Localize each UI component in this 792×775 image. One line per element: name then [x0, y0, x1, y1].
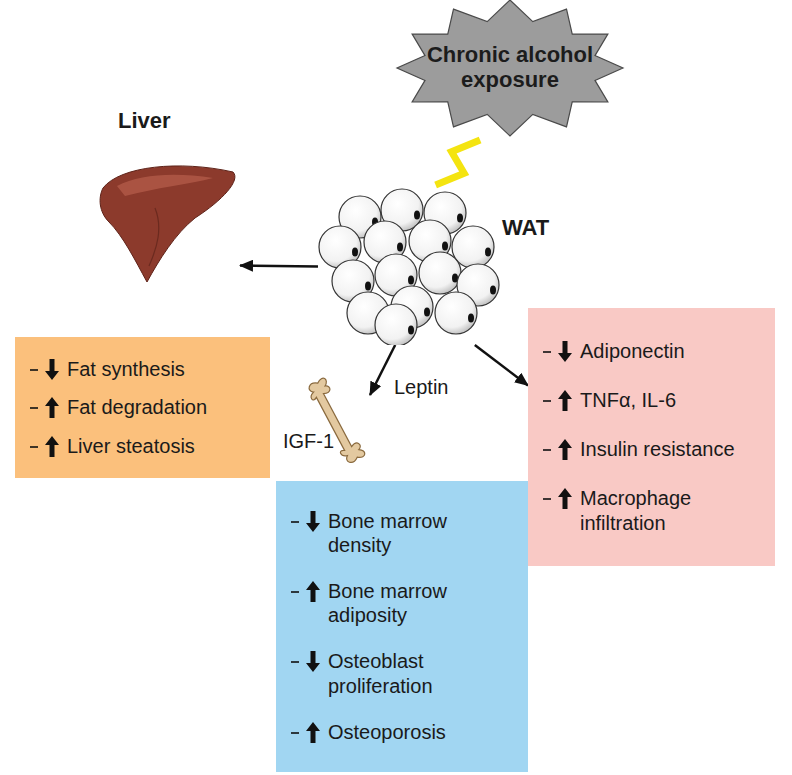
- signal-label: Leptin: [392, 376, 451, 399]
- increase-arrow: [43, 395, 61, 419]
- organ-heading: Liver: [118, 108, 171, 134]
- burst-text: Chronic alcohol exposure: [425, 42, 595, 93]
- bullet-dash: [29, 434, 41, 458]
- effect-text: Bone marrow adiposity: [328, 579, 478, 628]
- bullet-dash: [290, 579, 302, 603]
- adipocyte-cluster: [318, 185, 508, 345]
- effect-item: Bone marrow adiposity: [290, 579, 518, 628]
- effect-item: Osteoblast proliferation: [290, 649, 518, 698]
- bullet-dash: [29, 357, 41, 381]
- decrease-arrow: [556, 339, 574, 363]
- effect-text: Macrophage infiltration: [580, 486, 755, 535]
- increase-arrow: [43, 434, 61, 458]
- effect-text: Osteoblast proliferation: [328, 649, 478, 698]
- bullet-dash: [542, 339, 554, 363]
- lightning-bolt: [436, 140, 481, 185]
- liver-organ: Liver: [95, 108, 240, 300]
- effect-text: Fat degradation: [67, 395, 257, 419]
- effect-text: Liver steatosis: [67, 434, 257, 458]
- bullet-dash: [290, 649, 302, 673]
- effect-text: TNFα, IL-6: [580, 388, 755, 412]
- increase-arrow: [556, 437, 574, 461]
- bullet-dash: [290, 509, 302, 533]
- effect-item: Bone marrow density: [290, 509, 518, 558]
- hormone-label: IGF-1: [283, 430, 334, 453]
- liver-effects-box: Fat synthesisFat degradationLiver steato…: [15, 337, 270, 478]
- bone-organ: IGF-1: [280, 372, 370, 472]
- bullet-dash: [542, 437, 554, 461]
- effect-text: Adiponectin: [580, 339, 755, 363]
- effect-text: Insulin resistance: [580, 437, 755, 461]
- adipose-tissue: WAT: [318, 185, 563, 345]
- increase-arrow: [304, 720, 322, 744]
- effect-item: Liver steatosis: [29, 434, 260, 458]
- effect-item: Macrophage infiltration: [542, 486, 765, 535]
- bullet-dash: [542, 388, 554, 412]
- bullet-dash: [542, 486, 554, 510]
- decrease-arrow: [43, 357, 61, 381]
- effect-text: Osteoporosis: [328, 720, 478, 744]
- effect-arrow: [240, 265, 318, 266]
- effect-text: Bone marrow density: [328, 509, 478, 558]
- effect-item: TNFα, IL-6: [542, 388, 765, 412]
- effect-arrow: [475, 345, 528, 385]
- effect-item: Adiponectin: [542, 339, 765, 363]
- increase-arrow: [556, 388, 574, 412]
- effect-item: Fat degradation: [29, 395, 260, 419]
- bullet-dash: [29, 395, 41, 419]
- tissue-label: WAT: [502, 215, 549, 241]
- decrease-arrow: [304, 649, 322, 673]
- bullet-dash: [290, 720, 302, 744]
- bone-illustration: [280, 372, 370, 472]
- bone-effects-box: Bone marrow densityBone marrow adiposity…: [276, 481, 528, 772]
- adipose-effects-box: AdiponectinTNFα, IL-6Insulin resistanceM…: [528, 308, 775, 566]
- effect-item: Osteoporosis: [290, 720, 518, 744]
- effect-item: Insulin resistance: [542, 437, 765, 461]
- increase-arrow: [304, 579, 322, 603]
- liver-illustration: [95, 148, 240, 298]
- exposure-burst: Chronic alcohol exposure: [395, 0, 625, 140]
- effect-text: Fat synthesis: [67, 357, 257, 381]
- increase-arrow: [556, 486, 574, 510]
- effect-item: Fat synthesis: [29, 357, 260, 381]
- decrease-arrow: [304, 509, 322, 533]
